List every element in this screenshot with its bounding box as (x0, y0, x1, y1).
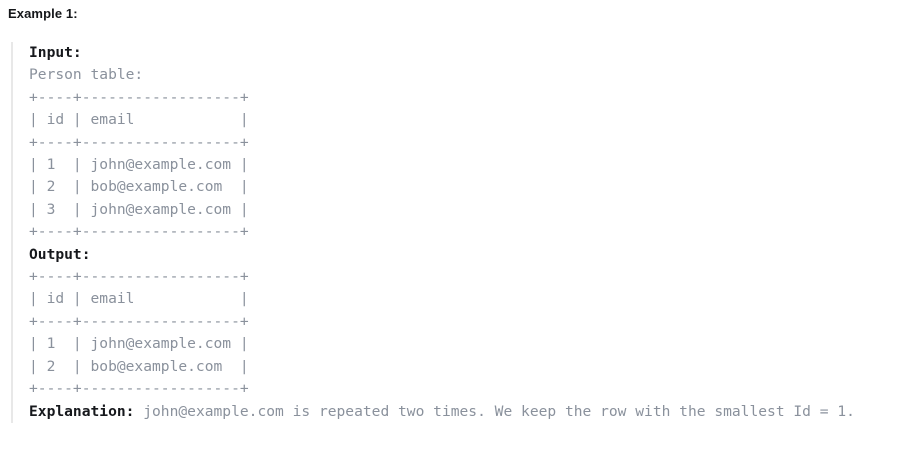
input-table-row: | 2 | bob@example.com | (29, 178, 249, 196)
input-caption: Person table: (29, 66, 144, 84)
page-title: Example 1: (8, 6, 78, 21)
example-blockquote: Input: Person table: +----+-------------… (11, 42, 881, 423)
output-table-row: | id | email | (29, 290, 249, 308)
input-table-row: | 1 | john@example.com | (29, 156, 249, 174)
input-table-row: | 3 | john@example.com | (29, 200, 249, 218)
input-table-row: +----+------------------+ (29, 88, 249, 106)
explanation-text: john@example.com is repeated two times. … (134, 402, 855, 420)
output-table-row: | 1 | john@example.com | (29, 335, 249, 353)
output-table-row: | 2 | bob@example.com | (29, 357, 249, 375)
output-section: Output: +----+------------------+ | id |… (29, 244, 881, 401)
input-section: Input: Person table: +----+-------------… (29, 42, 881, 244)
output-table-row: +----+------------------+ (29, 268, 249, 286)
output-label: Output: (29, 245, 91, 263)
input-label: Input: (29, 44, 82, 61)
input-table-row: +----+------------------+ (29, 133, 249, 151)
output-table-row: +----+------------------+ (29, 312, 249, 330)
input-table-row: +----+------------------+ (29, 223, 249, 241)
input-table-row: | id | email | (29, 111, 249, 129)
output-table-row: +----+------------------+ (29, 380, 249, 398)
explanation-label: Explanation: (29, 402, 135, 420)
explanation-section: Explanation: john@example.com is repeate… (29, 401, 881, 423)
